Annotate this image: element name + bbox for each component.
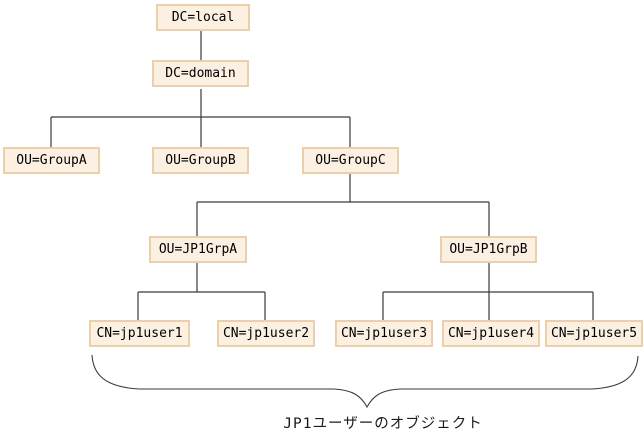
node-dc-domain: DC=domain bbox=[152, 60, 249, 87]
node-cn-jp1user2: CN=jp1user2 bbox=[217, 320, 315, 347]
node-ou-groupa: OU=GroupA bbox=[3, 147, 100, 174]
node-ou-jp1grpa: OU=JP1GrpA bbox=[149, 236, 247, 263]
curly-brace bbox=[91, 354, 639, 409]
node-dc-local: DC=local bbox=[156, 4, 250, 31]
node-cn-jp1user1: CN=jp1user1 bbox=[89, 320, 190, 347]
node-ou-groupc: OU=GroupC bbox=[302, 147, 399, 174]
node-cn-jp1user3: CN=jp1user3 bbox=[335, 320, 433, 347]
node-cn-jp1user4: CN=jp1user4 bbox=[442, 320, 540, 347]
brace-caption: JP1ユーザーのオブジェクト bbox=[283, 416, 483, 432]
node-cn-jp1user5: CN=jp1user5 bbox=[545, 320, 643, 347]
tree-connectors bbox=[50, 31, 594, 320]
node-ou-jp1grpb: OU=JP1GrpB bbox=[440, 236, 537, 263]
node-ou-groupb: OU=GroupB bbox=[152, 147, 249, 174]
